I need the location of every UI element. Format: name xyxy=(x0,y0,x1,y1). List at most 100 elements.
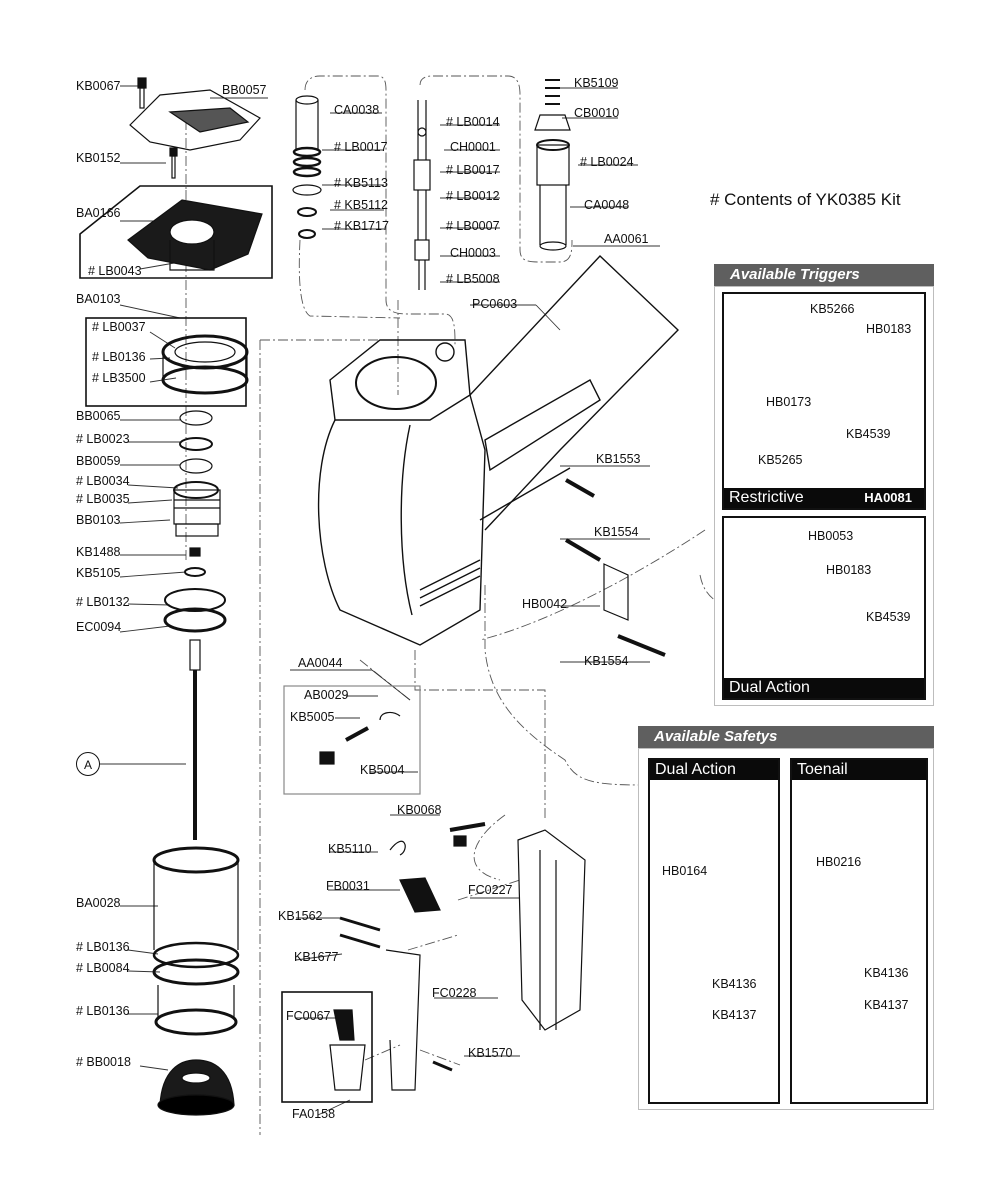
part-label: FB0031 xyxy=(326,879,370,893)
bumper-bb0018 xyxy=(157,1059,235,1116)
valve-stem xyxy=(413,100,431,290)
part-label: KB5004 xyxy=(360,763,405,777)
part-label: # LB0014 xyxy=(446,115,500,129)
triggers-header: Available Triggers xyxy=(714,264,934,286)
part-label: PC0603 xyxy=(472,297,518,311)
part-label: KB0068 xyxy=(397,803,442,817)
part-label: # LB0017 xyxy=(334,140,388,154)
part-label: KB5110 xyxy=(328,842,372,856)
part-label: # KB5113 xyxy=(334,176,388,190)
part-label: # KB5112 xyxy=(334,198,388,212)
part-label: # BB0018 xyxy=(76,1055,131,1069)
part-label: HB0183 xyxy=(866,322,912,336)
part-label: KB4136 xyxy=(712,977,757,991)
driver-blade xyxy=(189,639,201,840)
part-label: KB4137 xyxy=(864,998,909,1012)
part-label: KB0152 xyxy=(76,151,121,165)
part-label: KB5105 xyxy=(76,566,121,580)
restrictive-bar: Restrictive HA0081 xyxy=(724,488,924,508)
part-label: CH0003 xyxy=(450,246,496,260)
safetys-panel xyxy=(638,748,934,1110)
part-label: BA0028 xyxy=(76,896,121,910)
restrictive-label: Restrictive xyxy=(729,489,804,506)
cylinder-ba0028 xyxy=(152,846,240,1036)
part-label: HB0042 xyxy=(522,597,568,611)
part-label: EC0094 xyxy=(76,620,122,634)
valve-ca0048 xyxy=(534,79,571,251)
toenail-safety-bar: Toenail xyxy=(792,760,926,780)
part-label: # LB0034 xyxy=(76,474,130,488)
part-label: # LB3500 xyxy=(92,371,146,385)
part-label: CB0010 xyxy=(574,106,620,120)
part-label: BA0166 xyxy=(76,206,121,220)
part-label: CA0038 xyxy=(334,103,380,117)
part-label: KB0067 xyxy=(76,79,121,93)
part-label: # LB0035 xyxy=(76,492,130,506)
circle-marker: A xyxy=(76,752,100,776)
part-label: AA0044 xyxy=(298,656,343,670)
part-label: KB1488 xyxy=(76,545,121,559)
part-label: FC0228 xyxy=(432,986,477,1000)
part-label: KB4136 xyxy=(864,966,909,980)
cap-plate-bb0057 xyxy=(129,89,261,151)
part-label: KB5109 xyxy=(574,76,619,90)
part-label: # LB0084 xyxy=(76,961,130,975)
dual-action-safety-box: Dual Action xyxy=(648,758,780,1104)
part-label: HB0173 xyxy=(766,395,812,409)
washers-column xyxy=(163,410,227,633)
part-label: # LB0017 xyxy=(446,163,500,177)
part-label: FC0067 xyxy=(286,1009,331,1023)
part-label: BB0065 xyxy=(76,409,121,423)
part-label: # LB0136 xyxy=(76,1004,130,1018)
part-label: # LB0007 xyxy=(446,219,500,233)
part-label: BB0103 xyxy=(76,513,121,527)
head-cap-ba0166 xyxy=(79,185,273,279)
part-label: CH0001 xyxy=(450,140,496,154)
dual-action-safety-bar: Dual Action xyxy=(650,760,778,780)
part-label: BA0103 xyxy=(76,292,121,306)
part-label: # LB0136 xyxy=(92,350,146,364)
dual-action-trigger-bar: Dual Action xyxy=(724,678,924,698)
restrictive-box: Restrictive HA0081 xyxy=(722,292,926,510)
part-label: # LB0023 xyxy=(76,432,130,446)
kit-contents-title: # Contents of YK0385 Kit xyxy=(710,190,901,209)
restrictive-kit: HA0081 xyxy=(864,490,912,505)
part-label: KB4137 xyxy=(712,1008,757,1022)
part-label: KB1553 xyxy=(596,452,641,466)
part-label: KB5265 xyxy=(758,453,803,467)
part-label: # LB0136 xyxy=(76,940,130,954)
part-label: KB5266 xyxy=(810,302,855,316)
part-label: # LB0037 xyxy=(92,320,146,334)
part-label: HB0183 xyxy=(826,563,872,577)
part-label: KB4539 xyxy=(846,427,891,441)
toenail-safety-box: Toenail xyxy=(790,758,928,1104)
part-label: KB4539 xyxy=(866,610,911,624)
screw-kb0067 xyxy=(137,77,147,109)
part-label: # LB0132 xyxy=(76,595,130,609)
part-label: BB0057 xyxy=(222,83,267,97)
part-label: AB0029 xyxy=(304,688,349,702)
safetys-header: Available Safetys xyxy=(638,726,934,748)
part-label: HB0164 xyxy=(662,864,708,878)
part-label: AA0061 xyxy=(604,232,649,246)
nose-parts xyxy=(319,478,666,1091)
valve-ca0038 xyxy=(292,95,322,239)
screw-kb0152 xyxy=(169,147,178,179)
part-label: # LB0012 xyxy=(446,189,500,203)
part-label: # LB0043 xyxy=(88,264,142,278)
frame-ba0103 xyxy=(85,317,249,407)
part-label: FC0227 xyxy=(468,883,513,897)
part-label: HB0216 xyxy=(816,855,862,869)
part-label: FA0158 xyxy=(292,1107,336,1121)
part-label: # LB0024 xyxy=(580,155,634,169)
part-label: KB5005 xyxy=(290,710,335,724)
dual-action-trigger-box: Dual Action xyxy=(722,516,926,700)
part-label: CA0048 xyxy=(584,198,630,212)
part-label: # LB5008 xyxy=(446,272,500,286)
part-label: HB0053 xyxy=(808,529,854,543)
part-label: KB1562 xyxy=(278,909,323,923)
part-label: # KB1717 xyxy=(334,219,389,233)
part-label: KB1677 xyxy=(294,950,339,964)
part-label: KB1554 xyxy=(594,525,639,539)
